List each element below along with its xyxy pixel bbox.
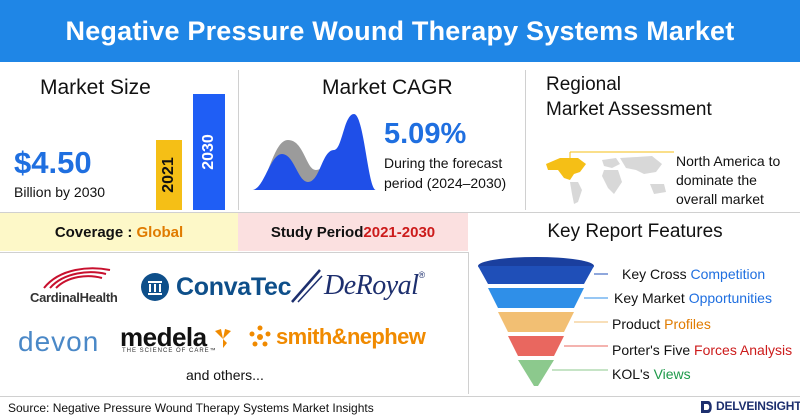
page-header: Negative Pressure Wound Therapy Systems … bbox=[0, 0, 800, 62]
divider bbox=[468, 252, 469, 394]
medela-flower-icon bbox=[214, 328, 231, 348]
regional-title: Regional Market Assessment bbox=[546, 72, 786, 122]
divider bbox=[238, 70, 239, 210]
divider bbox=[0, 252, 468, 253]
funnel-level-3 bbox=[498, 312, 574, 332]
cagr-title: Market CAGR bbox=[322, 76, 453, 99]
feature-item-2: Key Market Opportunities bbox=[614, 290, 772, 306]
deroyal-swoosh-icon bbox=[291, 269, 323, 303]
others-text: and others... bbox=[186, 367, 264, 383]
bar-label-2030: 2030 bbox=[200, 134, 217, 170]
registered-mark-icon: ® bbox=[418, 270, 426, 280]
study-period-value: 2021-2030 bbox=[363, 223, 436, 241]
market-size-title: Market Size bbox=[40, 76, 151, 99]
regional-text: North America to dominate the overall ma… bbox=[676, 152, 796, 209]
feature-item-1-pre: Key Cross bbox=[622, 266, 691, 282]
feature-item-5: KOL's Views bbox=[612, 366, 691, 382]
bar-label-2021: 2021 bbox=[160, 157, 177, 193]
cagr-line-1: During the forecast bbox=[384, 155, 503, 171]
smith-nephew-logo: smith&nephew bbox=[248, 324, 426, 350]
coverage-label: Coverage : bbox=[54, 223, 133, 241]
feature-item-1: Key Cross Competition bbox=[622, 266, 765, 282]
regional-text-line-3: overall market bbox=[676, 191, 764, 207]
coverage-box: Coverage : Global bbox=[0, 213, 238, 251]
feature-item-3: Product Profiles bbox=[612, 316, 711, 332]
funnel-level-2 bbox=[488, 288, 584, 308]
feature-item-1-hl: Competition bbox=[690, 266, 766, 282]
delveinsight-logo-icon bbox=[701, 401, 712, 413]
funnel-level-1-body bbox=[478, 266, 594, 284]
deroyal-logo-text: DeRoyal bbox=[324, 270, 419, 301]
medela-logo: medela bbox=[120, 322, 235, 353]
page-title: Negative Pressure Wound Therapy Systems … bbox=[65, 15, 735, 46]
feature-item-4-hl: Forces Analysis bbox=[694, 342, 793, 358]
feature-item-3-hl: Profiles bbox=[664, 316, 711, 332]
deroyal-logo: DeRoyal ® bbox=[290, 266, 425, 306]
medela-tagline: THE SCIENCE OF CARE™ bbox=[122, 348, 217, 354]
key-features-title: Key Report Features bbox=[547, 221, 723, 242]
funnel-level-5 bbox=[518, 360, 554, 386]
cagr-value: 5.09% bbox=[384, 118, 467, 150]
feature-item-4: Porter's Five Forces Analysis bbox=[612, 342, 792, 358]
convatec-emblem-icon bbox=[141, 273, 169, 301]
funnel-level-4 bbox=[508, 336, 564, 356]
cagr-line-2: period (2024–2030) bbox=[384, 175, 507, 191]
smith-nephew-logo-text: smith&nephew bbox=[276, 324, 426, 349]
funnel-graphic bbox=[478, 257, 608, 386]
devon-logo: devon bbox=[18, 326, 100, 357]
feature-item-3-pre: Product bbox=[612, 316, 665, 332]
cardinal-health-logo-icon bbox=[43, 267, 111, 289]
footer bbox=[0, 396, 800, 420]
coverage-value: Global bbox=[136, 223, 184, 241]
cardinal-health-logo: CardinalHealth bbox=[30, 290, 118, 305]
medela-logo-text: medela bbox=[120, 322, 207, 352]
market-size-subtitle: Billion by 2030 bbox=[14, 184, 106, 200]
wave-chart-icon bbox=[252, 114, 376, 190]
world-map-icon bbox=[546, 151, 674, 204]
regional-text-line-2: dominate the bbox=[676, 172, 757, 188]
feature-item-5-pre: KOL's bbox=[612, 366, 654, 382]
study-period-box: Study Period 2021-2030 bbox=[238, 213, 468, 251]
feature-item-2-hl: Opportunities bbox=[688, 290, 772, 306]
divider bbox=[0, 212, 800, 213]
study-period-label: Study Period bbox=[270, 223, 364, 241]
regional-title-line-1: Regional bbox=[546, 74, 621, 95]
convatec-logo-text: ConvaTec bbox=[176, 272, 292, 301]
feature-item-4-pre: Porter's Five bbox=[612, 342, 695, 358]
feature-item-5-hl: Views bbox=[653, 366, 691, 382]
source-text: Source: Negative Pressure Wound Therapy … bbox=[8, 401, 374, 415]
bar-2021: 2021 bbox=[156, 140, 182, 210]
market-size-value: $4.50 bbox=[14, 145, 92, 180]
divider bbox=[525, 70, 526, 210]
bar-2030: 2030 bbox=[193, 94, 225, 210]
feature-item-2-pre: Key Market bbox=[614, 290, 689, 306]
smith-nephew-star-icon bbox=[249, 325, 271, 347]
convatec-logo: ConvaTec bbox=[140, 270, 292, 304]
regional-title-line-2: Market Assessment bbox=[546, 99, 712, 120]
delveinsight-brand: DELVEINSIGHT bbox=[716, 399, 800, 413]
cagr-subtitle: During the forecast period (2024–2030) bbox=[384, 153, 519, 193]
regional-text-line-1: North America to bbox=[676, 153, 781, 169]
